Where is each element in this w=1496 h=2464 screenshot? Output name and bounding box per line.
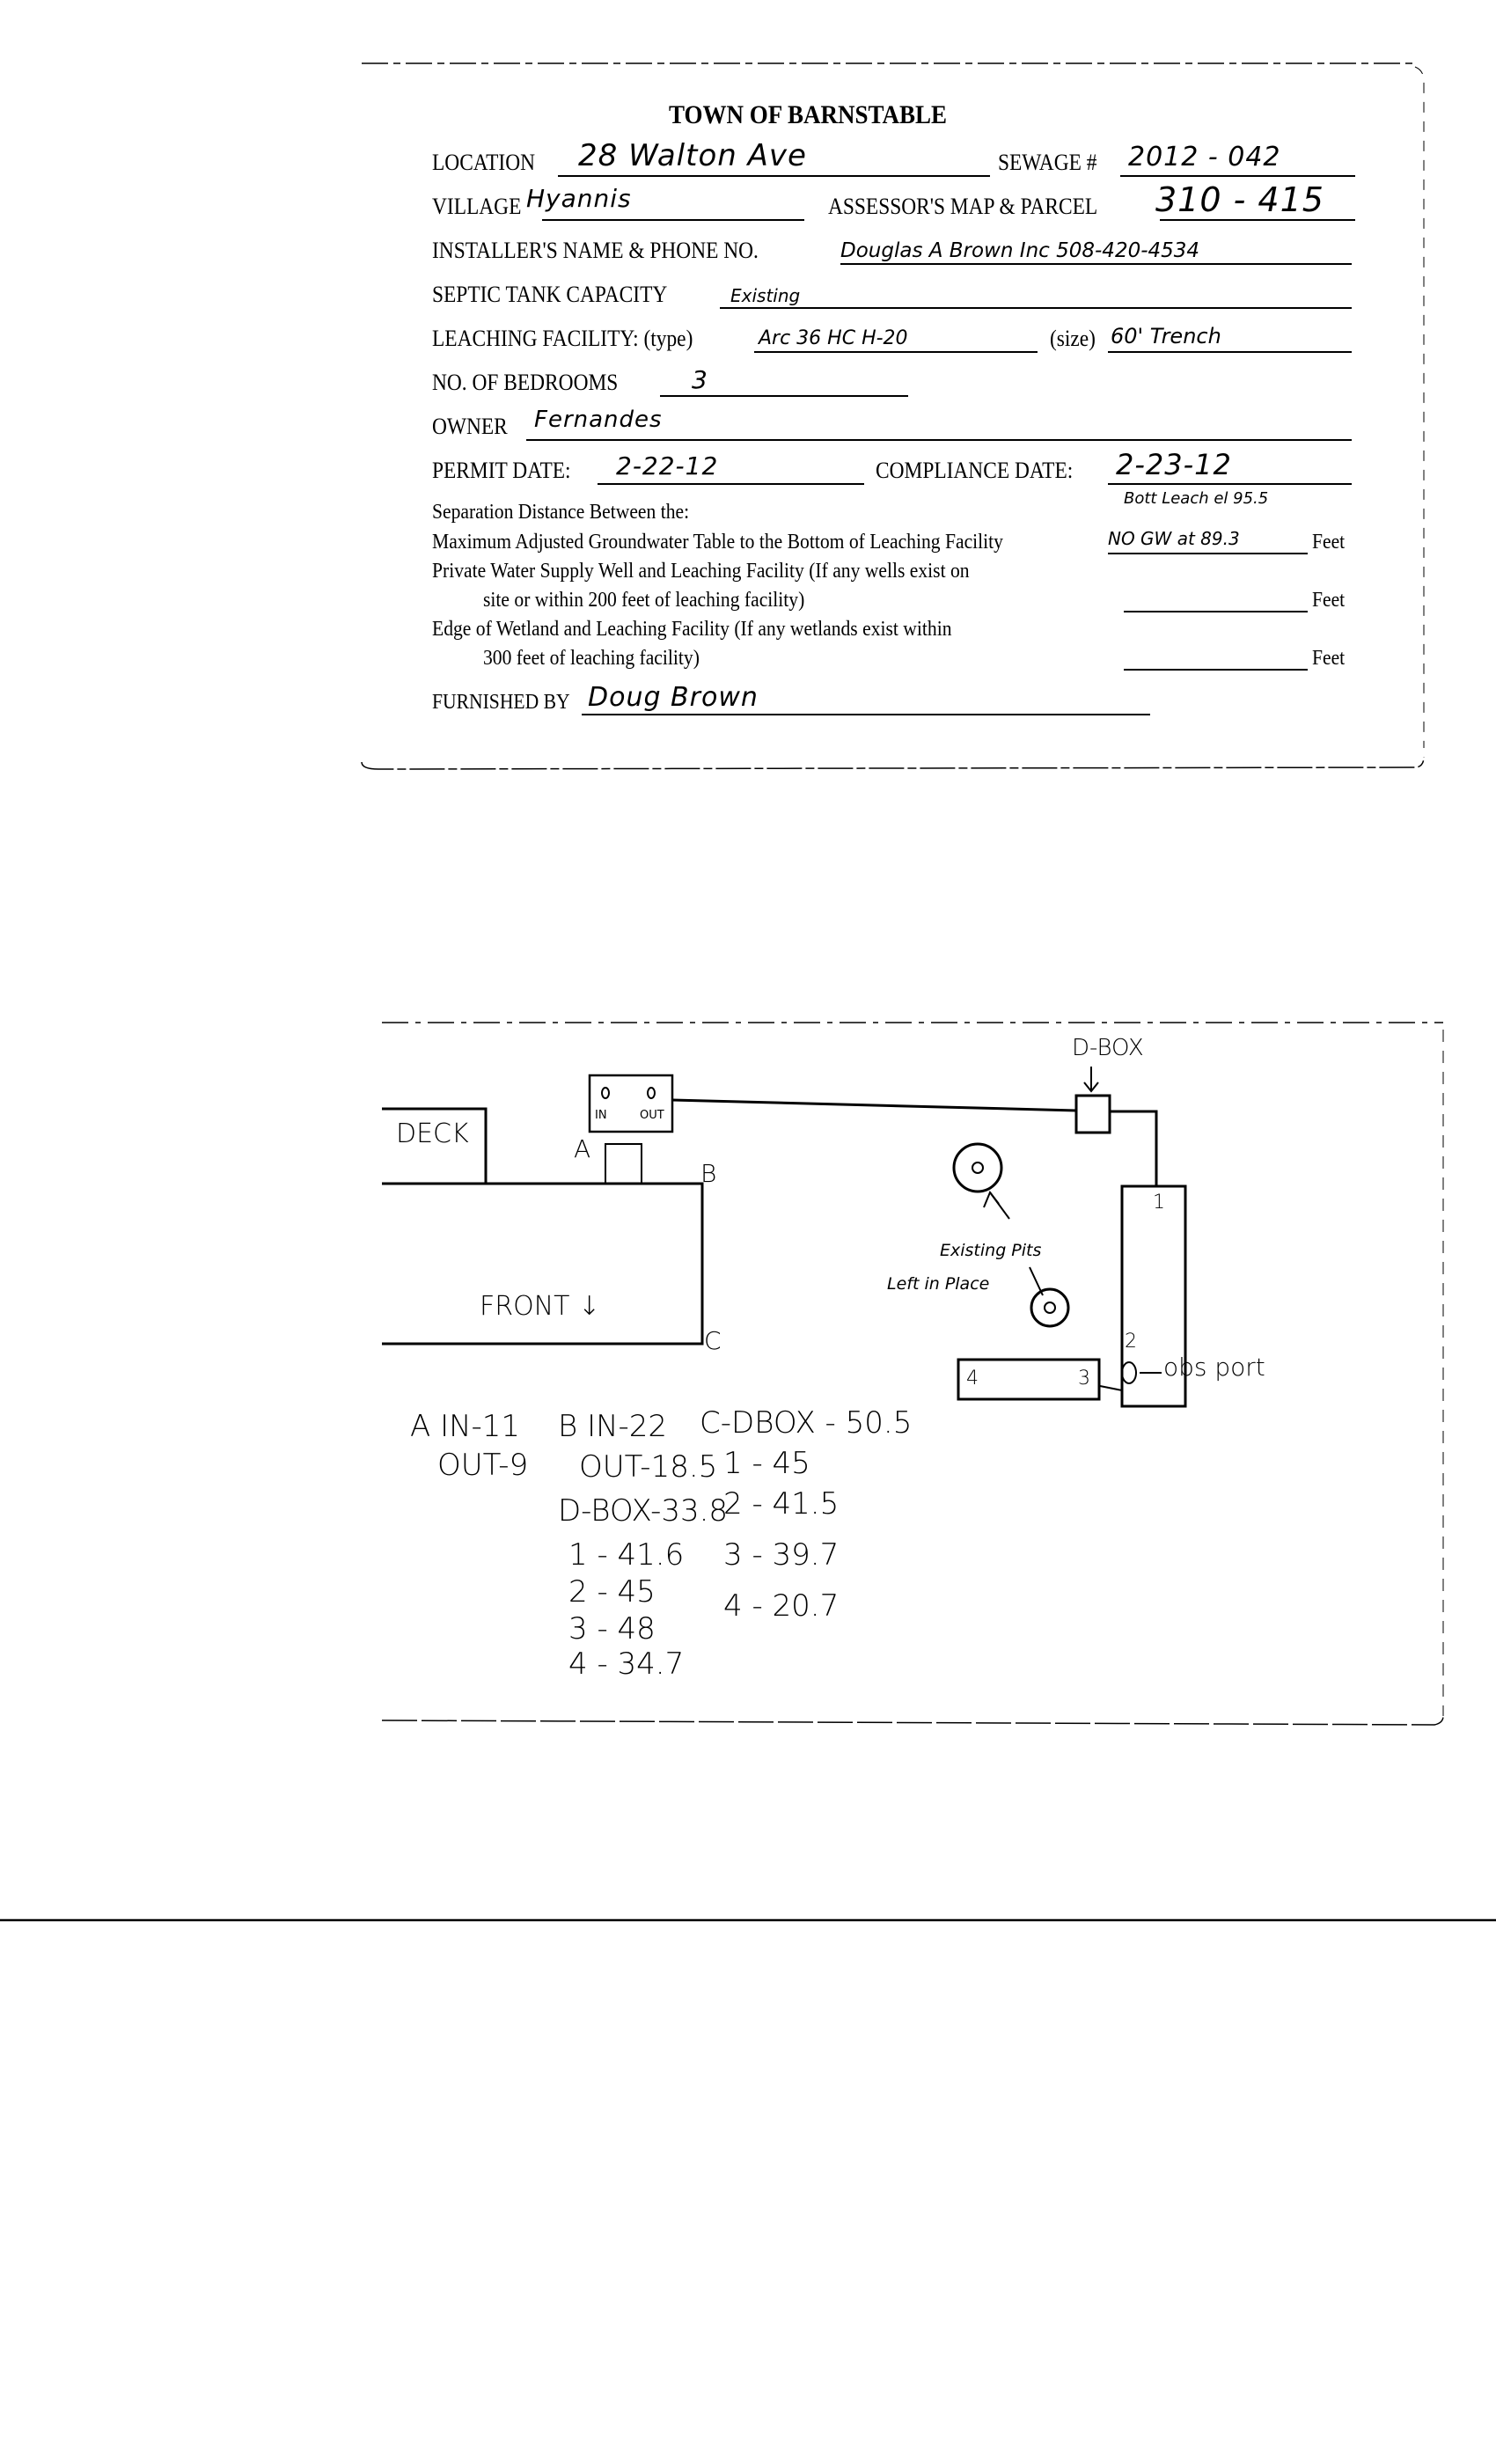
septic-underline xyxy=(720,307,1352,309)
location-value: 28 Walton Ave xyxy=(578,138,807,173)
wetland-underline xyxy=(1124,669,1308,671)
septic-value: Existing xyxy=(730,285,801,306)
owner-value: Fernandes xyxy=(534,407,663,433)
leaching-trench xyxy=(1120,1184,1187,1408)
measurement: 3 - 39.7 xyxy=(723,1537,840,1573)
assessor-underline xyxy=(1160,219,1355,221)
bedrooms-underline xyxy=(660,395,908,397)
location-underline xyxy=(558,175,990,177)
pipe-dbox-to-trench xyxy=(1110,1110,1158,1186)
sewage-label: SEWAGE # xyxy=(998,150,1097,175)
village-value: Hyannis xyxy=(526,184,632,213)
groundwater-value: NO GW at 89.3 xyxy=(1108,528,1240,549)
deck-label: DECK xyxy=(396,1118,469,1149)
wetland-label-1: Edge of Wetland and Leaching Facility (I… xyxy=(432,618,952,641)
pipe-tank-to-dbox xyxy=(671,1098,1077,1112)
septic-label: SEPTIC TANK CAPACITY xyxy=(432,282,668,307)
septic-tank xyxy=(588,1074,674,1133)
trench-1-label: 1 xyxy=(1153,1192,1165,1214)
left-in-place-label: Left in Place xyxy=(887,1274,990,1294)
measurement: A IN-11 xyxy=(410,1409,521,1444)
leaching-type-underline xyxy=(754,351,1038,353)
groundwater-feet: Feet xyxy=(1312,531,1346,554)
house-outline xyxy=(382,1182,704,1346)
trench-2-label: 2 xyxy=(1125,1331,1137,1353)
form-border xyxy=(361,62,1425,770)
groundwater-underline xyxy=(1108,553,1308,554)
furnished-by-label: FURNISHED BY xyxy=(432,691,570,714)
wetland-label-2: 300 feet of leaching facility) xyxy=(483,647,700,670)
tank-out-label: OUT xyxy=(640,1109,664,1122)
existing-pit xyxy=(952,1142,1003,1193)
well-feet: Feet xyxy=(1312,589,1346,612)
leaching-type-value: Arc 36 HC H-20 xyxy=(759,327,908,349)
installer-label: INSTALLER'S NAME & PHONE NO. xyxy=(432,238,759,263)
size-label: (size) xyxy=(1050,326,1096,351)
owner-underline xyxy=(526,439,1352,441)
trench-segment xyxy=(957,1358,1101,1401)
permit-date-label: PERMIT DATE: xyxy=(432,458,571,483)
bedrooms-value: 3 xyxy=(692,365,708,394)
form-title: TOWN OF BARNSTABLE xyxy=(668,100,948,129)
location-label: LOCATION xyxy=(432,150,535,175)
trench-4-label: 4 xyxy=(966,1368,979,1390)
bedrooms-label: NO. OF BEDROOMS xyxy=(432,370,619,395)
wetland-feet: Feet xyxy=(1312,647,1346,670)
permit-date-underline xyxy=(598,483,864,485)
point-b-label: B xyxy=(700,1159,717,1188)
measurement: 4 - 34.7 xyxy=(568,1646,685,1682)
obs-port-label: obs port xyxy=(1163,1353,1265,1382)
diagram-border xyxy=(0,1022,1496,1922)
sewage-underline xyxy=(1120,175,1355,177)
dbox-label: D-BOX xyxy=(1072,1035,1144,1061)
leaching-label: LEACHING FACILITY: (type) xyxy=(432,326,693,351)
measurement: OUT-18.5 xyxy=(579,1449,718,1485)
compliance-date-value: 2-23-12 xyxy=(1116,448,1232,481)
point-c-label: C xyxy=(704,1326,722,1355)
measurement: 1 - 41.6 xyxy=(568,1537,685,1573)
bottom-leach-note: Bott Leach el 95.5 xyxy=(1124,489,1269,508)
measurement: 3 - 48 xyxy=(568,1611,656,1646)
owner-label: OWNER xyxy=(432,414,508,439)
installer-value: Douglas A Brown Inc 508-420-4534 xyxy=(840,239,1200,262)
tank-in-label: IN xyxy=(595,1109,607,1122)
existing-pits-label: Existing Pits xyxy=(940,1241,1042,1260)
sewage-value: 2012 - 042 xyxy=(1128,142,1281,172)
installer-underline xyxy=(840,263,1352,265)
point-a-label: A xyxy=(574,1134,591,1163)
compliance-date-label: COMPLIANCE DATE: xyxy=(876,458,1074,483)
front-label: FRONT ↓ xyxy=(480,1291,601,1322)
village-underline xyxy=(542,219,804,221)
measurement: 2 - 45 xyxy=(568,1574,656,1610)
village-label: VILLAGE xyxy=(432,194,522,219)
furnished-by-signature: Doug Brown xyxy=(588,682,759,713)
size-underline xyxy=(1108,351,1352,353)
measurement: B IN-22 xyxy=(558,1409,668,1444)
existing-pit xyxy=(1030,1287,1070,1328)
measurement: 2 - 41.5 xyxy=(723,1486,840,1522)
distribution-box xyxy=(1074,1094,1111,1134)
furnished-by-underline xyxy=(582,714,1150,715)
well-label-1: Private Water Supply Well and Leaching F… xyxy=(432,560,970,583)
assessor-label: ASSESSOR'S MAP & PARCEL xyxy=(828,194,1098,219)
well-label-2: site or within 200 feet of leaching faci… xyxy=(483,589,805,612)
well-underline xyxy=(1124,611,1308,612)
permit-date-value: 2-22-12 xyxy=(616,451,719,480)
separation-heading: Separation Distance Between the: xyxy=(432,501,690,524)
groundwater-label: Maximum Adjusted Groundwater Table to th… xyxy=(432,531,1003,554)
measurement: D-BOX-33.8 xyxy=(558,1493,729,1529)
inspection-port-a xyxy=(605,1143,642,1184)
measurement: 1 - 45 xyxy=(723,1446,810,1481)
deck-outline xyxy=(382,1107,488,1184)
measurement: C-DBOX - 50.5 xyxy=(700,1405,913,1441)
size-value: 60' Trench xyxy=(1111,324,1221,348)
measurement: OUT-9 xyxy=(437,1448,529,1483)
site-plan xyxy=(382,1067,1187,1408)
assessor-value: 310 - 415 xyxy=(1155,180,1324,219)
measurement: 4 - 20.7 xyxy=(723,1588,840,1624)
trench-3-label: 3 xyxy=(1078,1368,1090,1390)
compliance-date-underline xyxy=(1108,483,1352,485)
